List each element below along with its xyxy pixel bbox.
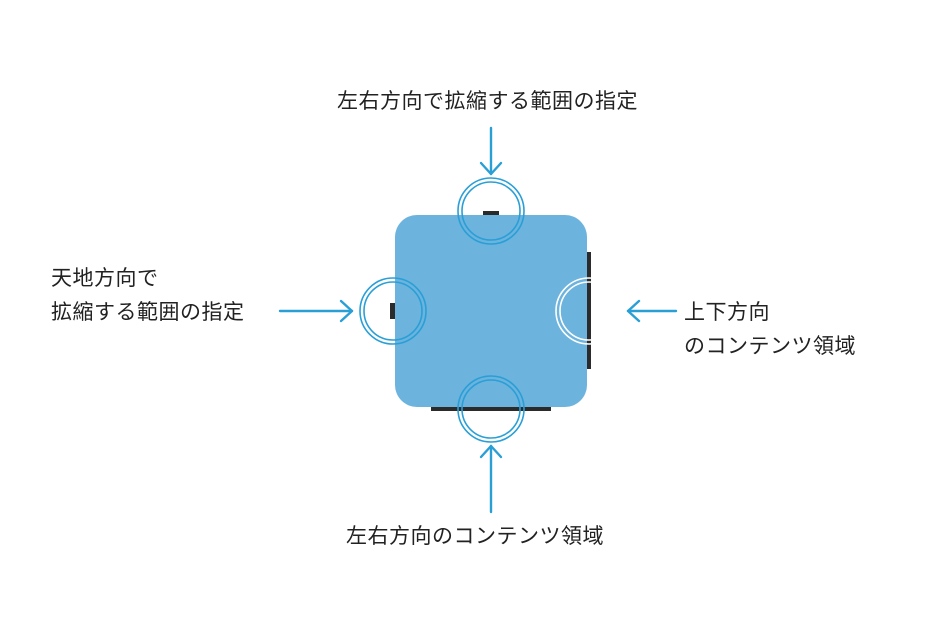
top-label-text: 左右方向で拡縮する範囲の指定 [337, 89, 638, 113]
right-highlight-circle [555, 277, 623, 345]
right-label: 上下方向 のコンテンツ領域 [684, 295, 856, 363]
right-arrow [626, 299, 678, 323]
top-label: 左右方向で拡縮する範囲の指定 [337, 84, 638, 118]
bottom-highlight-circle [457, 375, 525, 443]
top-arrow [479, 126, 503, 176]
bottom-content-marker [431, 407, 551, 411]
content-box [395, 215, 587, 407]
right-label-line1: 上下方向 [684, 300, 770, 324]
right-label-line2: のコンテンツ領域 [684, 334, 856, 358]
right-content-marker [587, 252, 591, 369]
top-stretch-marker [483, 211, 499, 215]
bottom-label-text: 左右方向のコンテンツ領域 [346, 524, 604, 548]
left-arrow [278, 299, 354, 323]
left-label-line2: 拡縮する範囲の指定 [51, 300, 245, 324]
top-highlight-circle [457, 177, 525, 245]
bottom-arrow [479, 444, 503, 514]
left-stretch-marker [390, 303, 395, 319]
left-label: 天地方向で 拡縮する範囲の指定 [51, 261, 245, 329]
bottom-label: 左右方向のコンテンツ領域 [346, 519, 604, 553]
left-label-line1: 天地方向で [51, 266, 159, 290]
left-highlight-circle [359, 277, 427, 345]
